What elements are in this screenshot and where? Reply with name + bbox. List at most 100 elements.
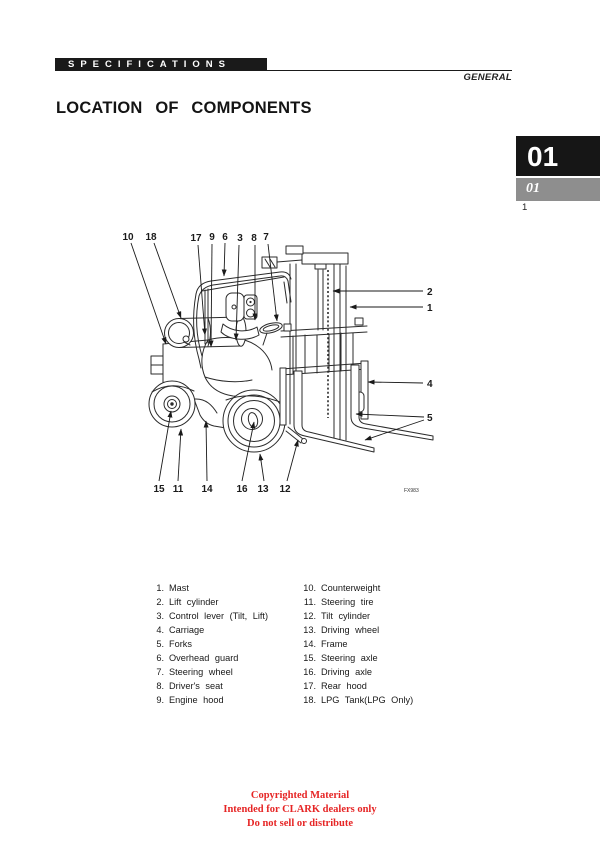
component-label: Lift cylinder bbox=[169, 597, 219, 607]
component-label: Forks bbox=[169, 639, 192, 649]
component-number: 1. bbox=[156, 583, 164, 593]
callout-leader-7 bbox=[267, 243, 279, 322]
component-item: 9.Engine hood bbox=[155, 693, 268, 707]
callout-leader-9 bbox=[208, 243, 214, 348]
component-item: 15. Steering axle bbox=[301, 651, 413, 665]
mast-art bbox=[261, 245, 349, 441]
component-number: 17. bbox=[303, 681, 316, 691]
steering-wheel-tire-art bbox=[148, 380, 196, 428]
callout-label-17: 17 bbox=[190, 233, 202, 244]
component-number: 2. bbox=[156, 597, 164, 607]
component-label: Control lever (Tilt, Lift) bbox=[169, 611, 269, 621]
component-label: Overhead guard bbox=[169, 653, 239, 663]
callout-label-9: 9 bbox=[209, 232, 215, 243]
header-rule bbox=[55, 69, 512, 72]
specifications-header-bar: SPECIFICATIONS bbox=[55, 58, 267, 71]
component-number: 12. bbox=[303, 611, 316, 621]
component-item: 13. Driving wheel bbox=[301, 623, 413, 637]
callout-leader-13 bbox=[258, 453, 265, 482]
component-number: 15. bbox=[303, 653, 316, 663]
component-item: 5. Forks bbox=[155, 637, 268, 651]
callout-label-3: 3 bbox=[237, 233, 243, 244]
component-label: Counterweight bbox=[321, 583, 381, 593]
component-item: 16. Driving axle bbox=[301, 665, 413, 679]
component-label: Driver's seat bbox=[169, 681, 223, 691]
component-label: LPG Tank(LPG Only) bbox=[321, 695, 414, 705]
chapter-number-tab: 01 bbox=[516, 136, 600, 176]
callout-leader-18 bbox=[153, 242, 182, 319]
callout-leader-5 bbox=[364, 419, 425, 441]
component-label: Steering wheel bbox=[169, 667, 233, 677]
callout-leader-14 bbox=[203, 420, 209, 482]
section-number-tab: 01 bbox=[516, 178, 600, 201]
component-label: Mast bbox=[169, 583, 189, 593]
callout-label-7: 7 bbox=[263, 232, 269, 243]
subsection-label: GENERAL bbox=[463, 72, 512, 83]
component-number: 3. bbox=[156, 611, 164, 621]
component-item: 8. Driver's seat bbox=[155, 679, 268, 693]
callout-label-16: 16 bbox=[236, 484, 248, 495]
callout-label-14: 14 bbox=[201, 484, 213, 495]
component-number: 13. bbox=[303, 625, 316, 635]
component-item: 4. Carriage bbox=[155, 623, 268, 637]
callout-label-15: 15 bbox=[153, 484, 165, 495]
seat-and-controls-art bbox=[220, 292, 283, 346]
component-item: 1. Mast bbox=[155, 581, 268, 595]
component-item: 6. Overhead guard bbox=[155, 651, 268, 665]
callout-leader-11 bbox=[177, 428, 184, 482]
component-item: 11. Steering tire bbox=[301, 595, 413, 609]
driving-wheel-tire-art bbox=[222, 389, 286, 453]
component-number: 10. bbox=[303, 583, 316, 593]
component-number: 6. bbox=[156, 653, 164, 663]
copyright-line: Do not sell or distribute bbox=[247, 818, 353, 829]
section-label: SPECIFICATIONS bbox=[68, 59, 231, 70]
component-label: Frame bbox=[321, 639, 348, 649]
callout-label-4: 4 bbox=[427, 379, 433, 390]
callout-leader-4 bbox=[367, 379, 424, 385]
copyright-line: Intended for CLARK dealers only bbox=[223, 804, 377, 815]
component-label: Steering tire bbox=[321, 597, 374, 607]
component-number: 16. bbox=[303, 667, 316, 677]
component-label: Steering axle bbox=[321, 653, 378, 663]
component-number: 5. bbox=[156, 639, 164, 649]
callout-label-2: 2 bbox=[427, 287, 433, 298]
callout-leader-16 bbox=[241, 421, 256, 482]
callout-leader-6 bbox=[221, 242, 227, 277]
callout-label-6: 6 bbox=[222, 232, 228, 243]
component-number: 18. bbox=[303, 695, 316, 705]
copyright-line: Copyrighted Material bbox=[250, 790, 350, 801]
component-list-left: 1. Mast 2. Lift cylinder 3. Control lever (Ti… bbox=[155, 581, 268, 707]
component-label: Tilt cylinder bbox=[321, 611, 371, 621]
callout-label-12: 12 bbox=[279, 484, 291, 495]
component-item: 10. Counterweight bbox=[301, 581, 413, 595]
component-list-right: 10. Counterweight 11. Steering tire 12. Tilt … bbox=[301, 581, 413, 707]
component-number: 8. bbox=[156, 681, 164, 691]
callout-leader-12 bbox=[286, 439, 299, 482]
component-number: 4. bbox=[156, 625, 164, 635]
component-item: 7. Steering wheel bbox=[155, 665, 268, 679]
callout-label-5: 5 bbox=[427, 413, 433, 424]
callout-leader-17 bbox=[197, 244, 207, 336]
forks-art bbox=[293, 364, 434, 453]
callout-leader-3 bbox=[233, 244, 240, 341]
callout-label-8: 8 bbox=[251, 233, 257, 244]
component-item: 3. Control lever (Tilt, Lift) bbox=[155, 609, 268, 623]
component-number: 14. bbox=[303, 639, 316, 649]
callout-label-11: 11 bbox=[173, 484, 184, 495]
component-label: Carriage bbox=[169, 625, 205, 635]
callout-leader-10 bbox=[130, 242, 167, 345]
callout-label-10: 10 bbox=[122, 232, 134, 243]
page-title: LOCATION OF COMPONENTS bbox=[56, 99, 312, 117]
component-item: 12. Tilt cylinder bbox=[301, 609, 413, 623]
component-label: Driving axle bbox=[321, 667, 372, 677]
component-number: 7. bbox=[156, 667, 164, 677]
callout-leader-15 bbox=[158, 410, 173, 482]
component-item: 2. Lift cylinder bbox=[155, 595, 268, 609]
component-number: 11. bbox=[303, 597, 316, 607]
component-label: Driving wheel bbox=[321, 625, 380, 635]
component-item: 17.Rear hood bbox=[301, 679, 413, 693]
callout-label-13: 13 bbox=[257, 484, 269, 495]
